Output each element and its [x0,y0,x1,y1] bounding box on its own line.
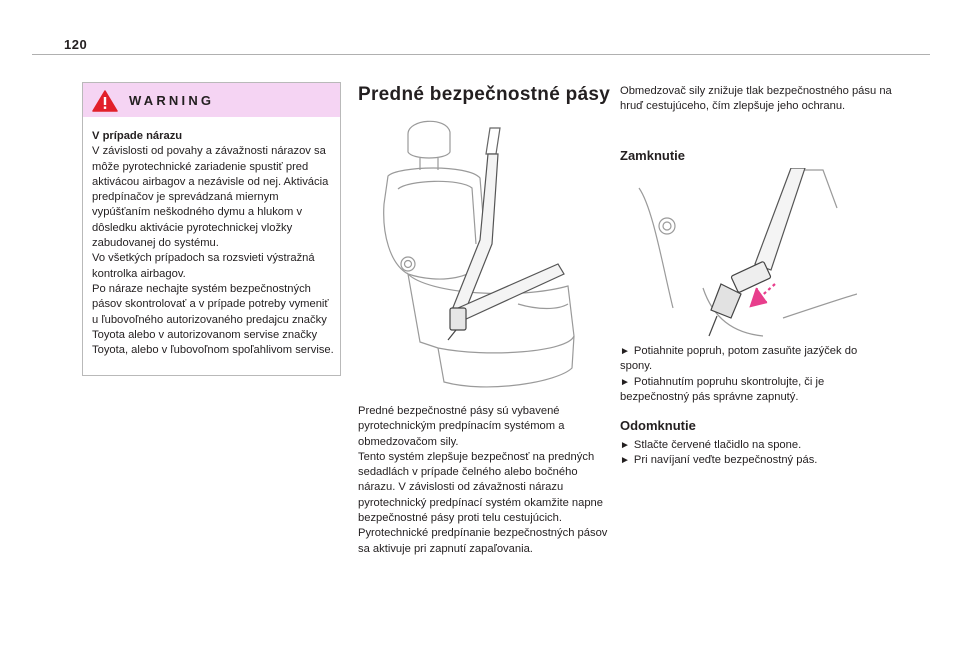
step-text: Potiahnutím popruhu skontrolujte, či je … [620,375,825,403]
warning-paragraph: Vo všetkých prípadoch sa rozsvieti výstr… [92,252,315,280]
step-text: Stlačte červené tlačidlo na spone. [633,439,802,451]
step-text: Pri navíjaní veďte bezpečnostný pás. [633,454,818,467]
unlock-steps: ►Stlačte červené tlačidlo na spone. ►Pri… [620,438,892,469]
bullet-arrow-icon: ► [620,376,630,388]
lock-steps: ►Potiahnite popruh, potom zasuňte jazýče… [620,344,892,405]
force-limiter-paragraph: Obmedzovač sily znižuje tlak bezpečnostn… [620,85,892,113]
lock-heading: Zamknutie [620,148,686,163]
warning-lead: V prípade nárazu [92,130,183,142]
page-number: 120 [64,37,88,52]
seat-belt-description: Predné bezpečnostné pásy sú vybavené pyr… [358,404,610,557]
list-item: ►Potiahnutím popruhu skontrolujte, či je… [620,375,892,406]
section-title: Predné bezpečnostné pásy [358,84,611,105]
bullet-arrow-icon: ► [620,346,630,357]
warning-header: WARNING [83,83,340,117]
warning-paragraph: Po náraze nechajte systém bezpečnostných… [92,282,334,357]
unlock-heading: Odomknutie [620,418,696,433]
body-paragraph: Pyrotechnické predpínanie bezpečnostných… [358,527,608,555]
bullet-arrow-icon: ► [620,440,630,451]
warning-box: WARNING V prípade nárazu V závislosti od… [82,82,341,376]
warning-title: WARNING [129,93,215,108]
warning-body: V prípade nárazu V závislosti od povahy … [92,129,337,358]
buckle-illustration [638,168,857,337]
warning-triangle-icon [92,90,118,112]
body-paragraph: Tento systém zlepšuje bezpečnosť na pred… [358,450,604,525]
step-text: Potiahnite popruh, potom zasuňte jazýček… [620,345,858,373]
list-item: ►Pri navíjaní veďte bezpečnostný pás. [620,453,892,468]
list-item: ►Potiahnite popruh, potom zasuňte jazýče… [620,344,892,375]
bullet-arrow-icon: ► [620,455,630,467]
body-paragraph: Predné bezpečnostné pásy sú vybavené pyr… [358,405,565,448]
header-divider [32,54,930,55]
warning-paragraph: V závislosti od povahy a závažnosti nára… [92,145,329,250]
list-item: ►Stlačte červené tlačidlo na spone. [620,438,892,453]
seat-belt-illustration [383,120,575,388]
